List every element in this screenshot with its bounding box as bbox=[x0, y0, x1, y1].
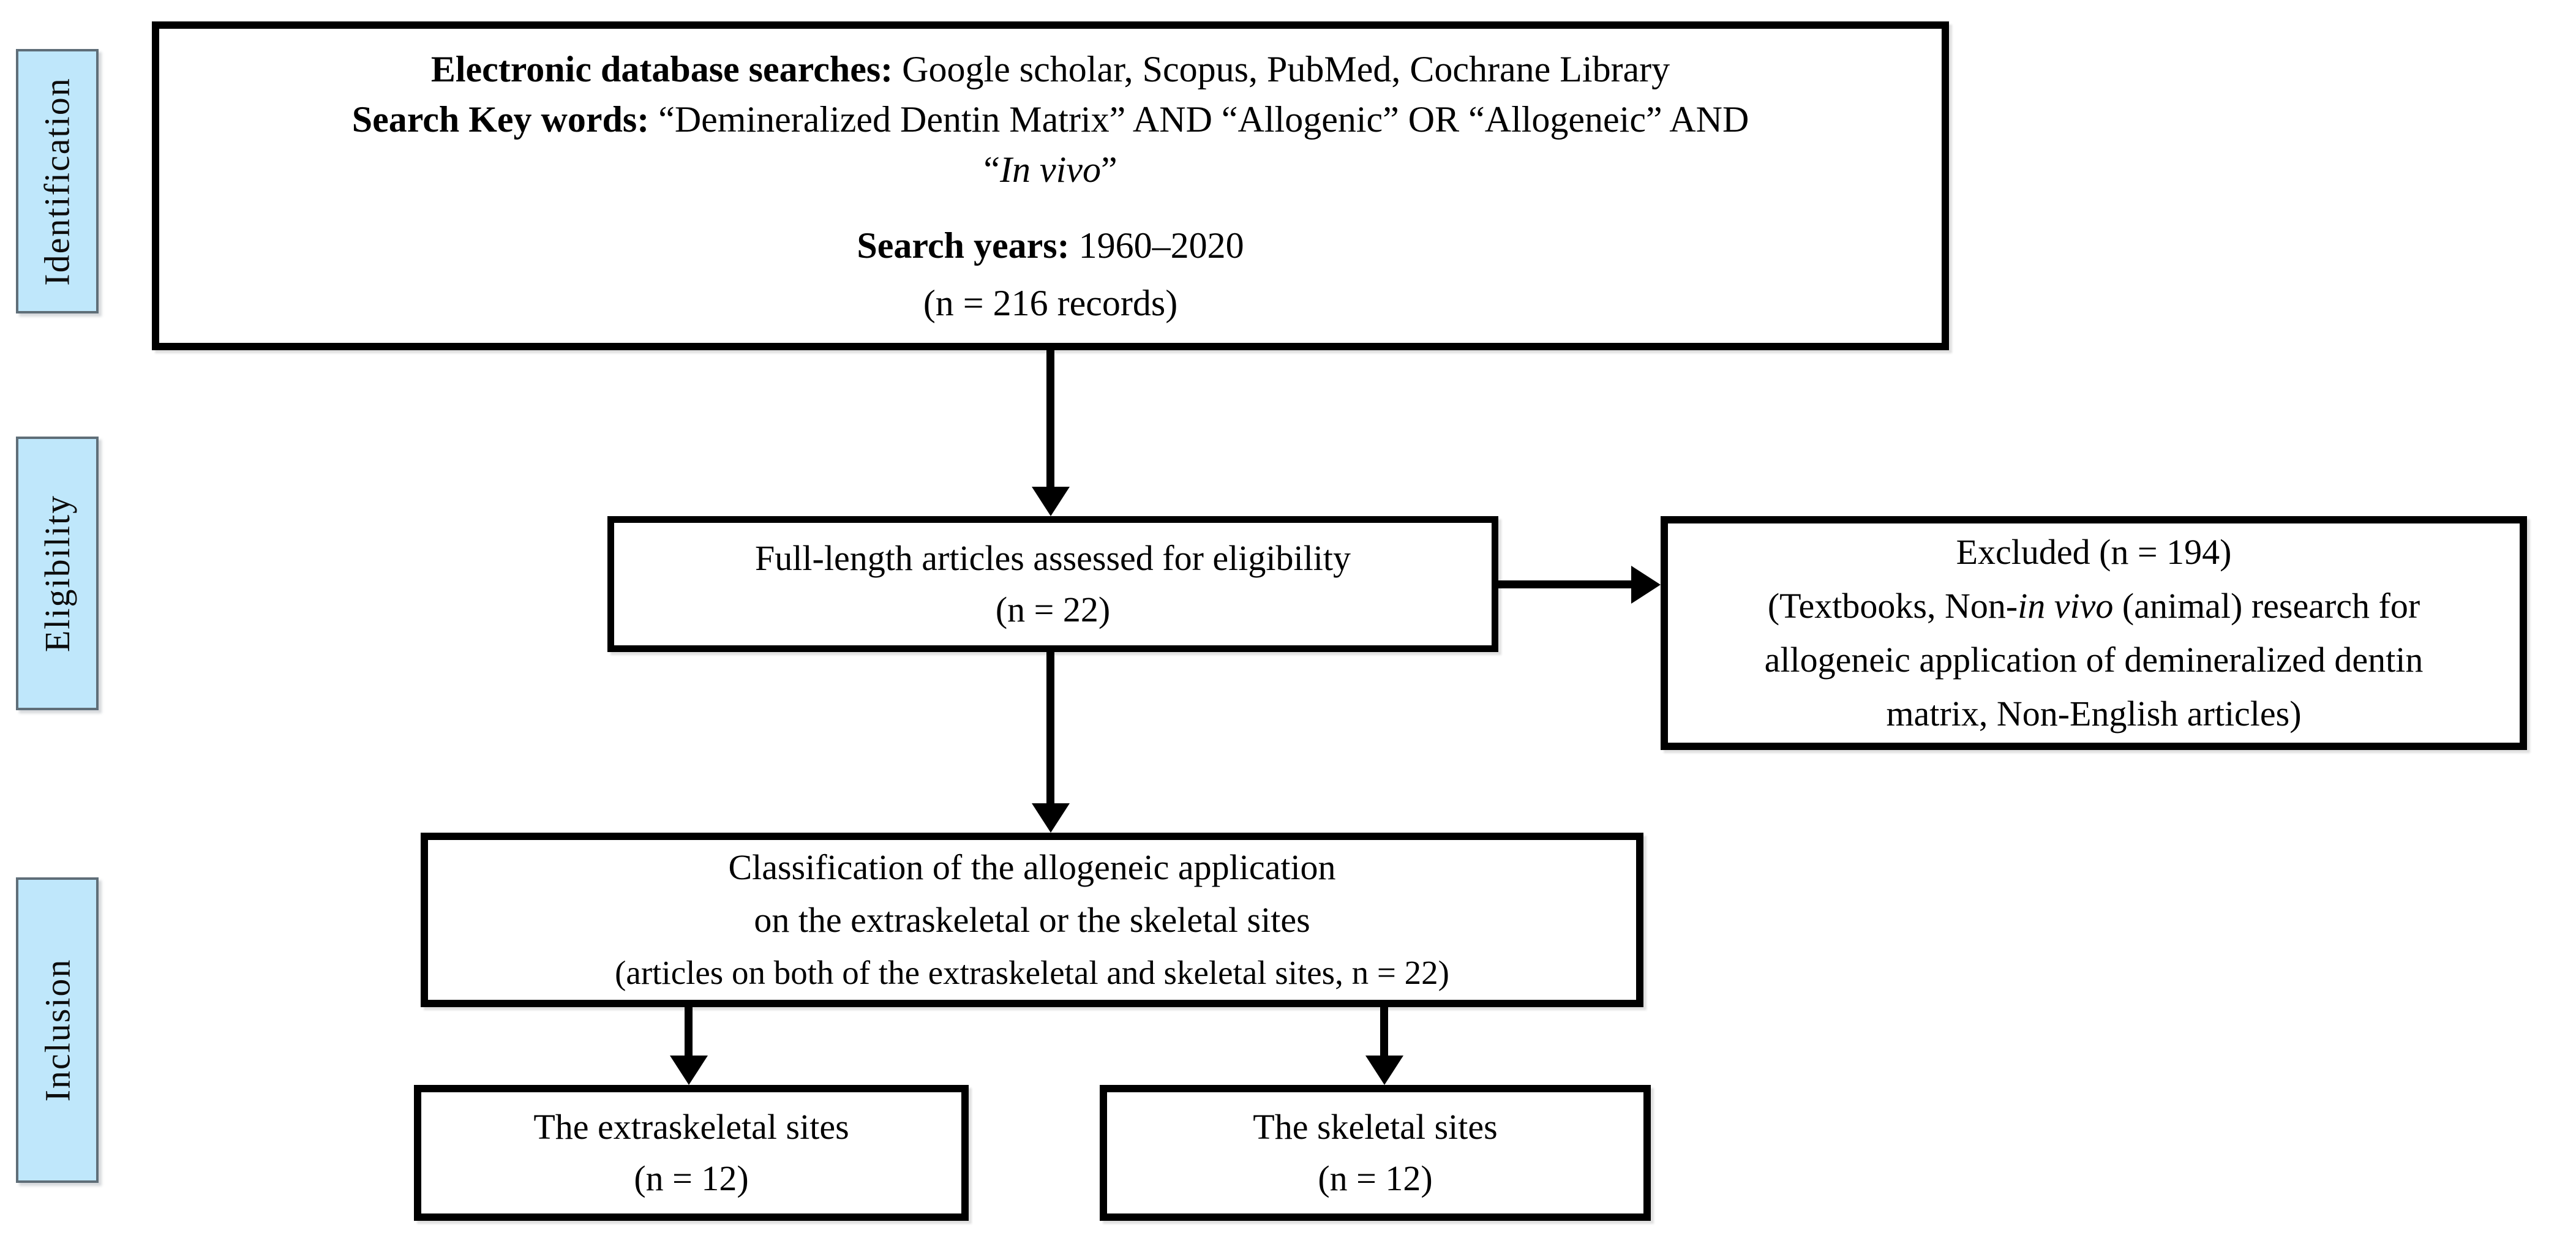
in-vivo-term: In vivo bbox=[1000, 149, 1101, 190]
search-years-line: Search years: 1960–2020 bbox=[857, 220, 1244, 271]
eligibility-line-1: Full-length articles assessed for eligib… bbox=[755, 538, 1351, 578]
eligibility-assessment-box: Full-length articles assessed for eligib… bbox=[607, 516, 1498, 652]
extraskeletal-sites-box: The extraskeletal sites (n = 12) bbox=[414, 1085, 969, 1221]
excluded-reasons-pre: (Textbooks, Non- bbox=[1767, 586, 2018, 626]
arrow-identification-to-eligibility-line bbox=[1046, 350, 1054, 487]
keywords-line: Search Key words: “Demineralized Dentin … bbox=[352, 94, 1749, 144]
keywords-line-2: “In vivo” bbox=[983, 144, 1117, 195]
excluded-reasons-post: (animal) research for bbox=[2113, 586, 2420, 626]
extraskeletal-count: (n = 12) bbox=[634, 1158, 749, 1198]
excluded-reasons-line-1: (Textbooks, Non-in vivo (animal) researc… bbox=[1768, 579, 2420, 633]
stage-tab-eligibility: Eligibility bbox=[16, 437, 99, 710]
skeletal-sites-box: The skeletal sites (n = 12) bbox=[1100, 1085, 1651, 1221]
classification-line-2: on the extraskeletal or the skeletal sit… bbox=[754, 899, 1310, 940]
excluded-reasons-line-3: matrix, Non-English articles) bbox=[1886, 694, 2302, 733]
quote-open: “ bbox=[983, 149, 1001, 190]
arrow-eligibility-to-excluded-head bbox=[1631, 566, 1661, 604]
in-vivo-term-excluded: in vivo bbox=[2018, 586, 2114, 626]
classification-line-3: (articles on both of the extraskeletal a… bbox=[615, 953, 1449, 991]
arrow-eligibility-to-classification-line bbox=[1046, 652, 1054, 803]
search-strategy-box: Electronic database searches: Google sch… bbox=[152, 21, 1949, 350]
arrow-eligibility-to-excluded-line bbox=[1498, 580, 1631, 588]
keywords-value: “Demineralized Dentin Matrix” AND “Allog… bbox=[649, 99, 1749, 140]
stage-label-eligibility: Eligibility bbox=[37, 494, 78, 653]
classification-line-1: Classification of the allogeneic applica… bbox=[728, 847, 1336, 887]
database-searches-value: Google scholar, Scopus, PubMed, Cochrane… bbox=[893, 48, 1670, 89]
classification-box: Classification of the allogeneic applica… bbox=[421, 833, 1643, 1007]
stage-label-inclusion: Inclusion bbox=[37, 958, 78, 1102]
stage-tab-inclusion: Inclusion bbox=[16, 877, 99, 1183]
arrow-identification-to-eligibility-head bbox=[1032, 487, 1070, 516]
arrow-classification-to-skeletal-line bbox=[1380, 1007, 1388, 1056]
stage-tab-identification: Identification bbox=[16, 49, 99, 313]
excluded-box: Excluded (n = 194) (Textbooks, Non-in vi… bbox=[1661, 516, 2527, 750]
database-searches-label: Electronic database searches: bbox=[430, 48, 893, 89]
search-years-label: Search years: bbox=[857, 225, 1070, 266]
arrow-classification-to-extraskeletal-head bbox=[670, 1056, 708, 1085]
stage-label-identification: Identification bbox=[37, 77, 77, 286]
skeletal-line-1: The skeletal sites bbox=[1253, 1107, 1498, 1147]
records-count-text: (n = 216 records) bbox=[923, 282, 1178, 323]
records-count: (n = 216 records) bbox=[923, 278, 1177, 328]
quote-close: ” bbox=[1100, 149, 1117, 190]
skeletal-count: (n = 12) bbox=[1318, 1158, 1433, 1198]
eligibility-count: (n = 22) bbox=[995, 590, 1111, 629]
excluded-reasons-line-2: allogeneic application of demineralized … bbox=[1764, 640, 2424, 680]
keywords-label: Search Key words: bbox=[351, 99, 650, 140]
arrow-eligibility-to-classification-head bbox=[1032, 803, 1070, 833]
database-searches-line: Electronic database searches: Google sch… bbox=[431, 44, 1670, 94]
extraskeletal-line-1: The extraskeletal sites bbox=[533, 1107, 849, 1147]
search-years-value: 1960–2020 bbox=[1069, 225, 1244, 266]
excluded-count: Excluded (n = 194) bbox=[1956, 532, 2232, 572]
arrow-classification-to-skeletal-head bbox=[1365, 1056, 1403, 1085]
arrow-classification-to-extraskeletal-line bbox=[685, 1007, 693, 1056]
